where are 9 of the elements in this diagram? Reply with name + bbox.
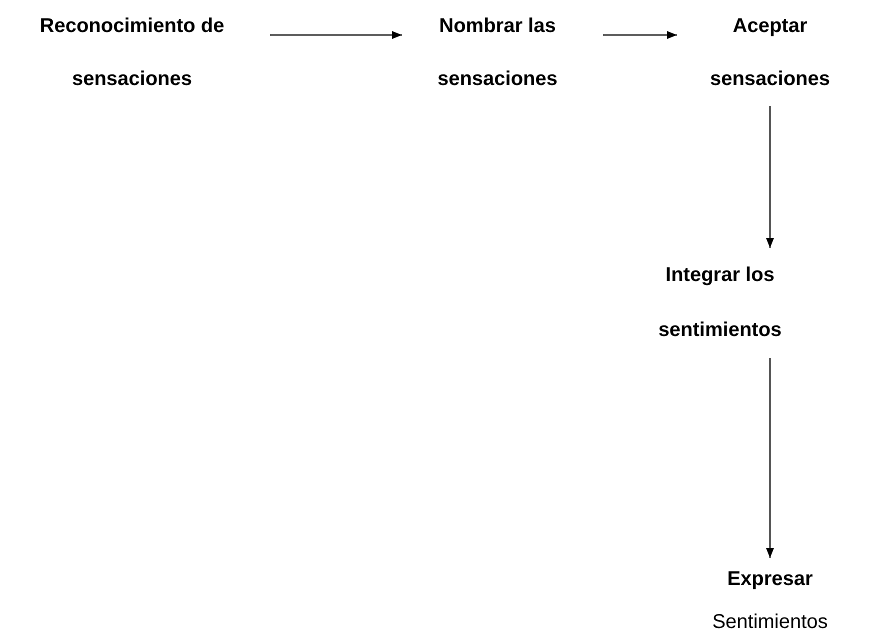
step-label: Reconocimiento de sensaciones xyxy=(38,14,226,92)
step-label: Aceptar sensaciones xyxy=(708,14,832,92)
step-label: Nombrar las sensaciones xyxy=(436,14,559,92)
arrow xyxy=(270,31,402,39)
arrow xyxy=(603,31,677,39)
arrow xyxy=(766,358,774,558)
arrow xyxy=(766,106,774,248)
step-label: Integrar los sentimientos xyxy=(657,263,783,343)
step-label: Expresar Sentimientos xyxy=(711,567,829,635)
